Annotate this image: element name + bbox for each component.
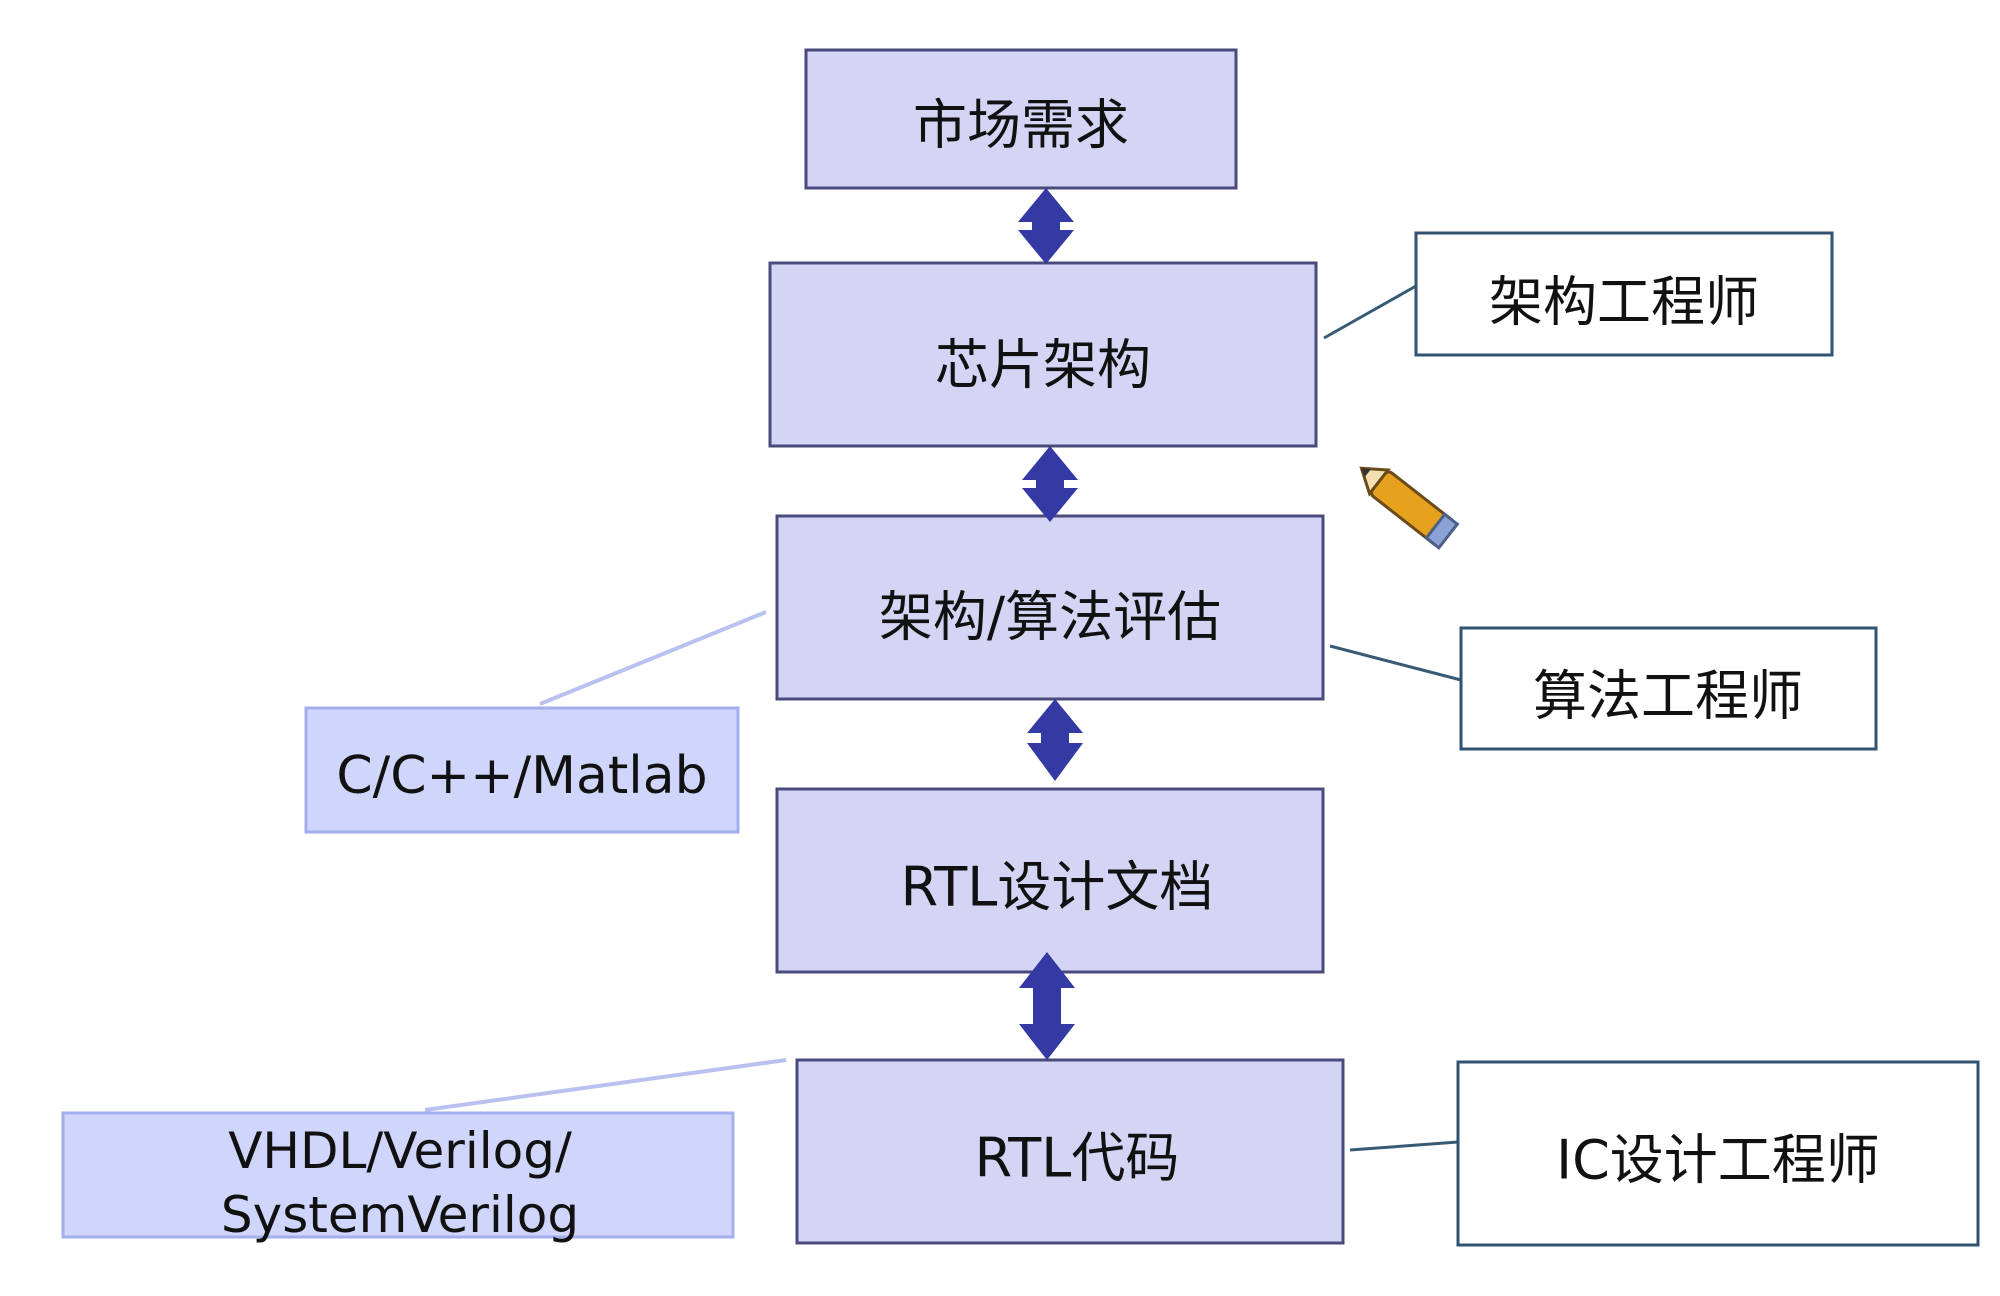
flow-step-rtl-design-document: RTL设计文档 <box>775 787 1325 974</box>
role-algorithm-engineer: 算法工程师 <box>1459 626 1878 751</box>
pencil-icon <box>1359 466 1460 550</box>
ic-role-connector <box>1349 1140 1459 1152</box>
hdl-language-connector <box>424 1058 787 1112</box>
flow-step-market-demand: 市场需求 <box>804 48 1238 190</box>
flow-step-label: RTL设计文档 <box>901 856 1214 919</box>
role-architecture-engineer: 架构工程师 <box>1414 231 1834 357</box>
language-label: C/C++/Matlab <box>336 746 707 806</box>
double-headed-arrow-icon <box>1018 188 1074 264</box>
language-box-algorithm: C/C++/Matlab <box>304 706 740 834</box>
language-label-line-1: VHDL/Verilog/ <box>228 1122 572 1180</box>
language-label-line-2: SystemVerilog <box>221 1186 579 1244</box>
flow-step-label: 架构/算法评估 <box>879 586 1221 649</box>
algorithm-language-connector <box>539 610 767 706</box>
role-ic-design-engineer: IC设计工程师 <box>1456 1060 1980 1247</box>
flow-step-label: 市场需求 <box>913 94 1129 157</box>
flow-step-rtl-code: RTL代码 <box>795 1058 1345 1245</box>
double-headed-arrow-icon <box>1019 952 1075 1060</box>
flow-step-label: 芯片架构 <box>935 334 1151 397</box>
flow-step-label: RTL代码 <box>975 1127 1180 1190</box>
flow-step-architecture-algorithm-evaluation: 架构/算法评估 <box>775 514 1325 701</box>
double-headed-arrow-icon <box>1022 446 1078 522</box>
flow-step-chip-architecture: 芯片架构 <box>768 261 1318 448</box>
role-label: 架构工程师 <box>1489 271 1759 334</box>
double-headed-arrow-icon <box>1027 699 1083 781</box>
language-box-hdl: VHDL/Verilog/ SystemVerilog <box>61 1111 735 1244</box>
role-label: IC设计工程师 <box>1556 1129 1880 1192</box>
architecture-role-connector <box>1323 284 1417 340</box>
role-label: 算法工程师 <box>1533 665 1803 728</box>
algorithm-role-connector <box>1329 644 1462 682</box>
